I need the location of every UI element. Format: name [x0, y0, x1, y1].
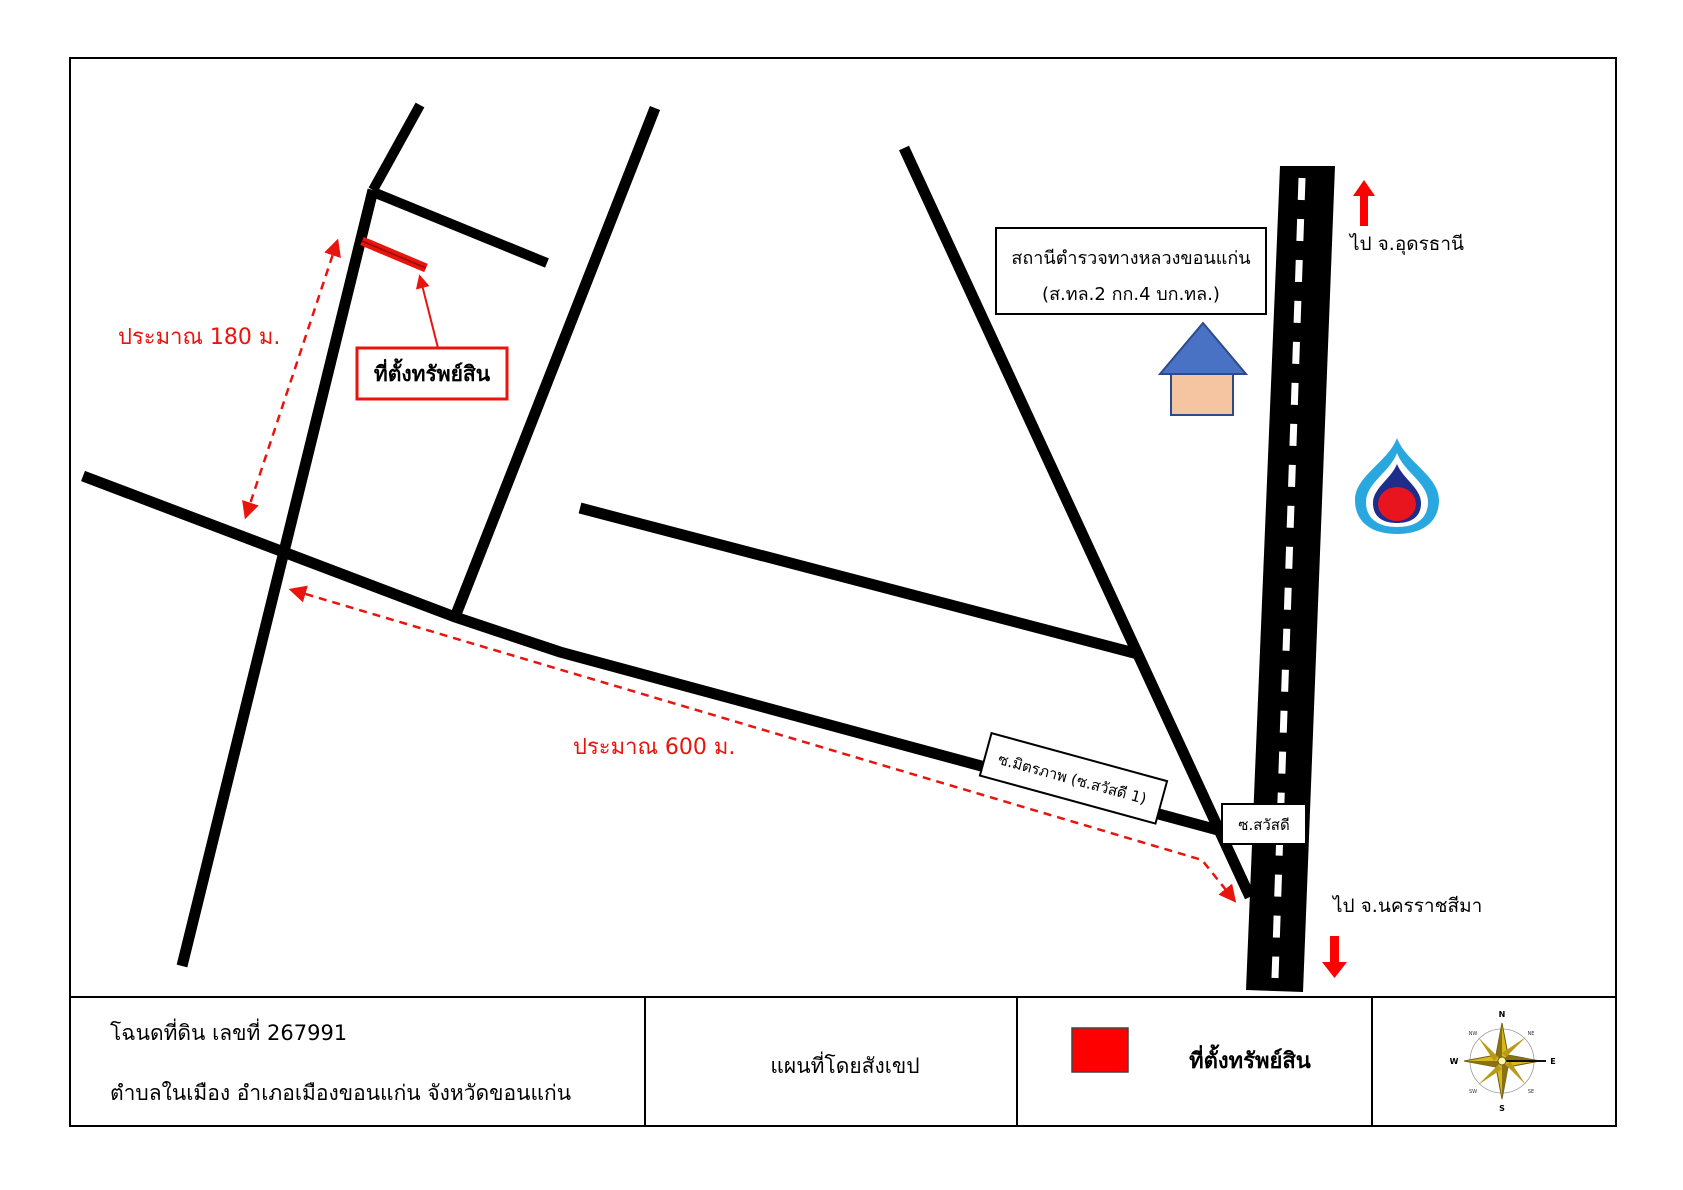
- compass-rose-icon: N E S W NW NE SW SE: [1450, 1010, 1556, 1113]
- west-north-road: [176, 188, 379, 968]
- soi-sawatdee-sign: [1221, 803, 1307, 845]
- distance-600-arrow: [288, 585, 1237, 903]
- map-footer: [70, 996, 1616, 1126]
- legend-red-swatch: [1071, 1027, 1129, 1073]
- police-station-name: สถานีตำรวจทางหลวงขอนแก่น: [1011, 248, 1250, 269]
- east-west-road: [578, 502, 1140, 660]
- compass-nw: NW: [1469, 1031, 1478, 1037]
- deed-number-text: โฉนดที่ดิน เลขที่ 267991: [110, 1018, 347, 1045]
- direction-south-label: ไป จ.นครราชสีมา: [1331, 895, 1482, 917]
- compass-west: W: [1450, 1057, 1459, 1066]
- fuel-station-icon: [1355, 438, 1439, 534]
- police-station-icon: [1157, 321, 1249, 416]
- police-station-unit: (ส.ทล.2 กก.4 บก.ทล.): [1042, 284, 1220, 305]
- police-station-label-box: [995, 227, 1267, 315]
- northwest-spur-road: [368, 102, 425, 193]
- compass-east: E: [1550, 1057, 1555, 1066]
- property-marker: [360, 236, 428, 273]
- compass-north: N: [1499, 1010, 1506, 1019]
- map-frame: [69, 57, 1617, 1127]
- arrow-down-icon: [1322, 936, 1347, 978]
- property-callout-box: [355, 346, 509, 401]
- direction-north-label: ไป จ.อุดรธานี: [1348, 233, 1464, 256]
- compass-ne: NE: [1528, 1031, 1535, 1037]
- location-text: ตำบลในเมือง อำเภอเมืองขอนแก่น จังหวัดขอน…: [110, 1081, 571, 1105]
- compass-south: S: [1499, 1104, 1505, 1113]
- property-pointer-line: [415, 274, 439, 349]
- compass-sw: SW: [1469, 1089, 1477, 1095]
- distance-180-arrow: [242, 238, 341, 520]
- map-type-title: แผนที่โดยสังเขป: [770, 1051, 919, 1078]
- soi-mittraphap-sign: ซ.มิตรภาพ (ซ.สวัสดี 1): [978, 731, 1169, 825]
- compass-se: SE: [1528, 1089, 1534, 1095]
- property-callout-label: ที่ตั้งทรัพย์สิน: [374, 358, 491, 386]
- arrow-up-icon: [1353, 180, 1375, 226]
- soi-sawatdee-label: ซ.สวัสดี: [1238, 816, 1289, 834]
- distance-600-label: ประมาณ 600 ม.: [573, 735, 735, 760]
- diagonal-road-center: [449, 105, 661, 620]
- distance-180-label: ประมาณ 180 ม.: [118, 325, 280, 350]
- legend-property-label: ที่ตั้งทรัพย์สิน: [1189, 1044, 1311, 1074]
- property-access-road: [371, 187, 549, 268]
